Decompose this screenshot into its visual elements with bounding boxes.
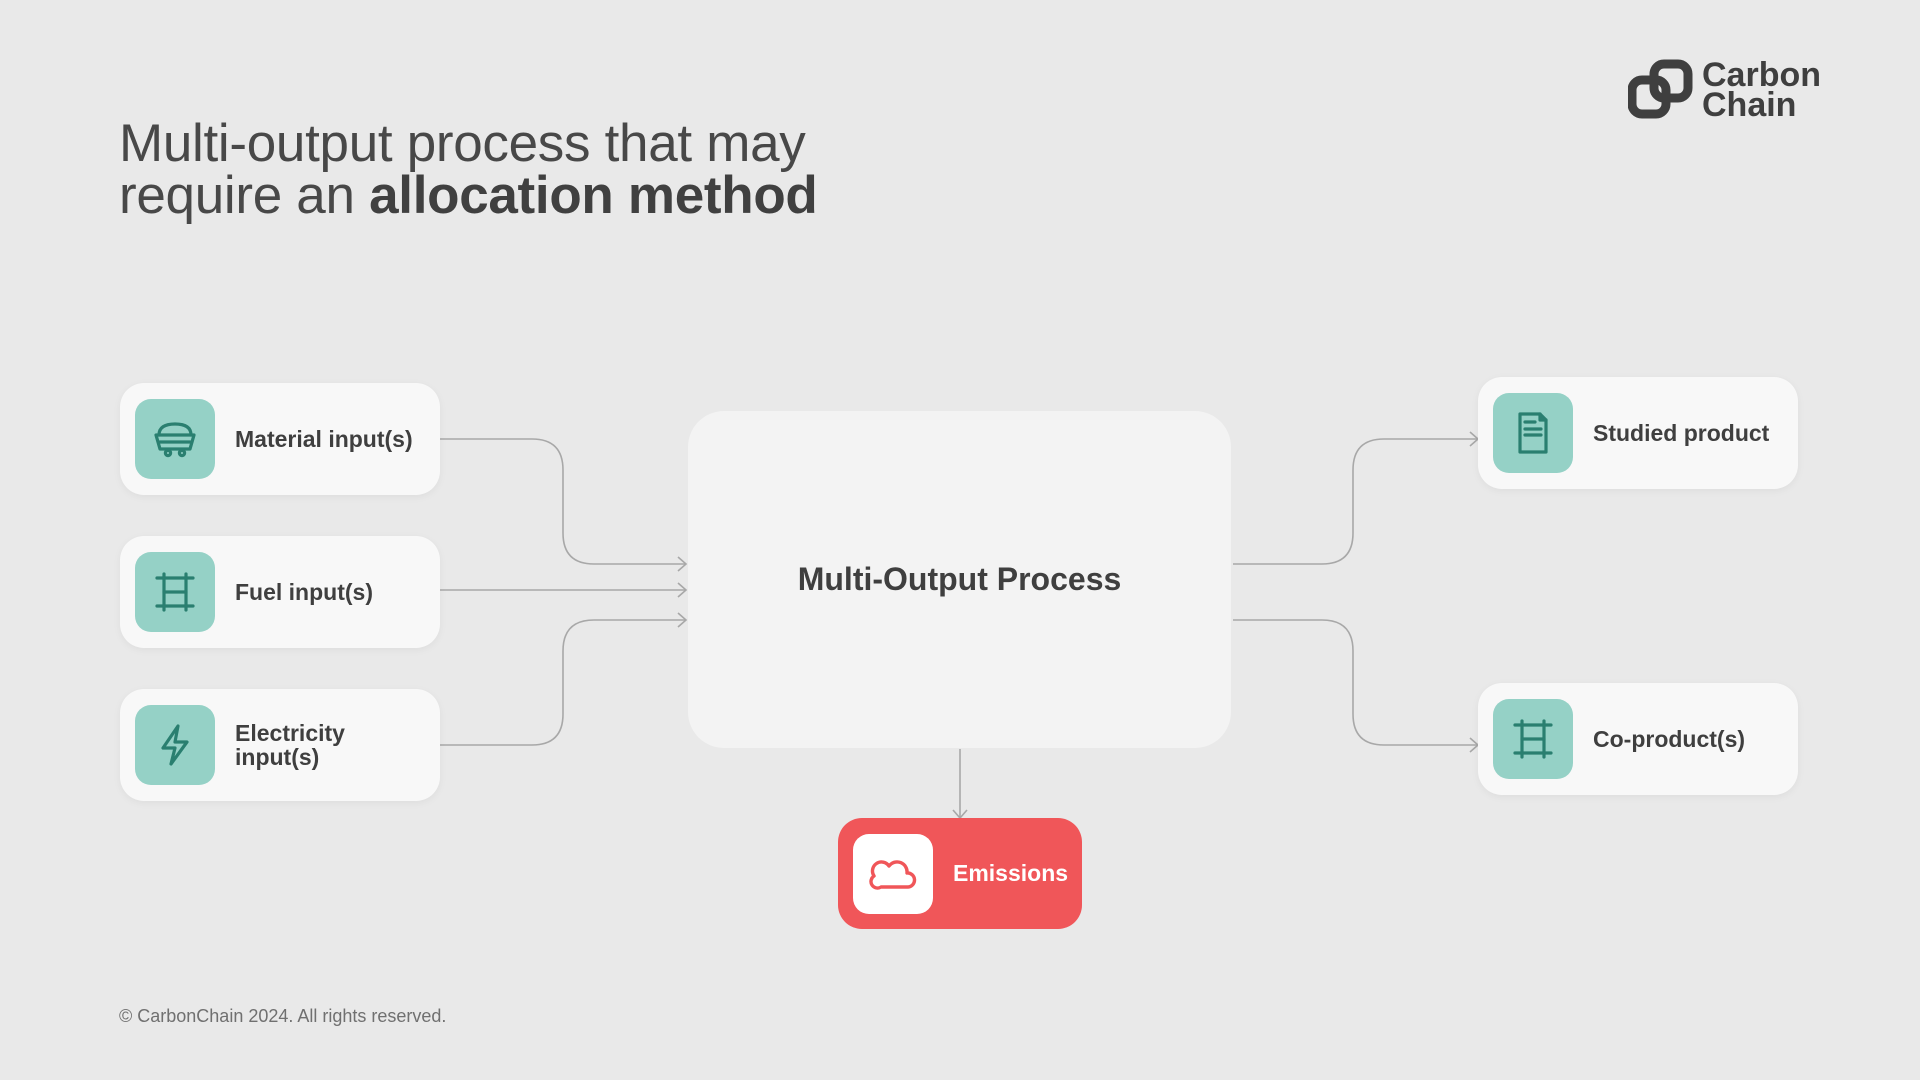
fuel-rack-icon — [155, 572, 195, 612]
connector-electricity — [440, 619, 686, 746]
electricity-input-node: Electricity input(s) — [120, 689, 440, 801]
connector-coproduct — [1233, 619, 1478, 746]
co-product-icon-tile — [1493, 699, 1573, 779]
process-label: Multi-Output Process — [797, 561, 1122, 597]
title-line-2: require an allocation method — [119, 169, 818, 222]
multi-output-process-node: Multi-Output Process — [688, 411, 1231, 748]
document-icon — [1518, 412, 1548, 454]
chain-link-logo-icon — [1628, 59, 1693, 119]
emissions-icon-tile — [853, 834, 933, 914]
studied-product-label: Studied product — [1593, 420, 1770, 446]
co-product-node: Co-product(s) — [1478, 683, 1798, 795]
fuel-rack-icon — [1513, 719, 1553, 759]
fuel-input-label: Fuel input(s) — [235, 579, 373, 605]
logo-word-chain: Chain — [1702, 86, 1797, 124]
title-line-1: Multi-output process that may — [119, 114, 806, 173]
logo-word-carbon: Carbon — [1702, 56, 1821, 94]
studied-product-node: Studied product — [1478, 377, 1798, 489]
arrow-head-3 — [677, 612, 688, 628]
lightning-bolt-icon — [161, 724, 189, 766]
fuel-icon-tile — [135, 552, 215, 632]
emissions-node: Emissions — [838, 818, 1082, 929]
studied-product-icon-tile — [1493, 393, 1573, 473]
connector-material — [440, 438, 686, 565]
material-input-node: Material input(s) — [120, 383, 440, 495]
material-icon-tile — [135, 399, 215, 479]
carbonchain-logo: Carbon Chain — [1628, 58, 1838, 128]
page-title: Multi-output process that may require an… — [119, 114, 818, 222]
electricity-icon-tile — [135, 705, 215, 785]
arrow-head-1 — [677, 556, 688, 572]
fuel-input-node: Fuel input(s) — [120, 536, 440, 648]
title-regular-part: require an — [119, 166, 370, 225]
copyright-footer: © CarbonChain 2024. All rights reserved. — [119, 1006, 447, 1026]
cloud-icon — [869, 860, 917, 890]
connector-studied — [1233, 438, 1478, 565]
co-product-label: Co-product(s) — [1593, 726, 1746, 752]
electricity-input-label: Electricity input(s) — [235, 720, 345, 770]
mine-cart-icon — [154, 422, 196, 458]
material-input-label: Material input(s) — [235, 426, 413, 452]
emissions-label: Emissions — [953, 860, 1069, 886]
arrow-head-2 — [677, 582, 688, 598]
title-bold-part: allocation method — [369, 166, 818, 225]
logo-wordmark: Carbon Chain — [1702, 56, 1821, 124]
